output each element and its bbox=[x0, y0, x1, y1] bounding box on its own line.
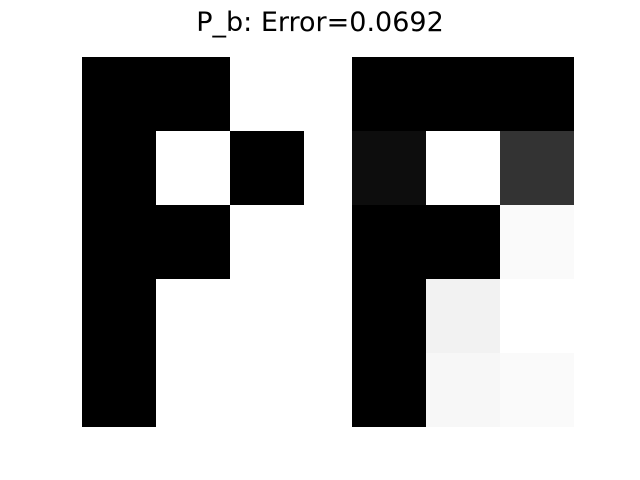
heatmap-cell-reconstruction-r1-c0 bbox=[352, 131, 426, 205]
heatmap-cell-reconstruction-r2-c2 bbox=[500, 205, 574, 279]
heatmap-cell-reconstruction-r0-c1 bbox=[426, 57, 500, 131]
heatmap-cell-reconstruction-r2-c0 bbox=[352, 205, 426, 279]
heatmap-panel-reconstruction bbox=[352, 57, 574, 427]
heatmap-cell-target-r0-c1 bbox=[156, 57, 230, 131]
heatmap-cell-reconstruction-r3-c2 bbox=[500, 279, 574, 353]
heatmap-cell-target-r1-c2 bbox=[230, 131, 304, 205]
heatmap-cell-target-r2-c2 bbox=[230, 205, 304, 279]
heatmap-cell-reconstruction-r0-c2 bbox=[500, 57, 574, 131]
heatmap-cell-target-r3-c1 bbox=[156, 279, 230, 353]
heatmap-cell-target-r1-c0 bbox=[82, 131, 156, 205]
heatmap-cell-target-r4-c2 bbox=[230, 353, 304, 427]
heatmap-cell-reconstruction-r1-c1 bbox=[426, 131, 500, 205]
heatmap-cell-target-r4-c0 bbox=[82, 353, 156, 427]
heatmap-cell-target-r2-c0 bbox=[82, 205, 156, 279]
heatmap-cell-target-r3-c0 bbox=[82, 279, 156, 353]
figure-title: P_b: Error=0.0692 bbox=[196, 7, 444, 38]
heatmap-cell-target-r4-c1 bbox=[156, 353, 230, 427]
heatmap-cell-target-r0-c0 bbox=[82, 57, 156, 131]
heatmap-cell-target-r3-c2 bbox=[230, 279, 304, 353]
heatmap-cell-reconstruction-r3-c1 bbox=[426, 279, 500, 353]
heatmap-cell-reconstruction-r4-c2 bbox=[500, 353, 574, 427]
heatmap-cell-reconstruction-r2-c1 bbox=[426, 205, 500, 279]
heatmap-cell-reconstruction-r1-c2 bbox=[500, 131, 574, 205]
heatmap-panel-target bbox=[82, 57, 304, 427]
heatmap-cell-reconstruction-r4-c1 bbox=[426, 353, 500, 427]
heatmap-cell-reconstruction-r0-c0 bbox=[352, 57, 426, 131]
heatmap-cell-target-r2-c1 bbox=[156, 205, 230, 279]
heatmap-cell-target-r0-c2 bbox=[230, 57, 304, 131]
heatmap-cell-target-r1-c1 bbox=[156, 131, 230, 205]
heatmap-cell-reconstruction-r4-c0 bbox=[352, 353, 426, 427]
heatmap-cell-reconstruction-r3-c0 bbox=[352, 279, 426, 353]
